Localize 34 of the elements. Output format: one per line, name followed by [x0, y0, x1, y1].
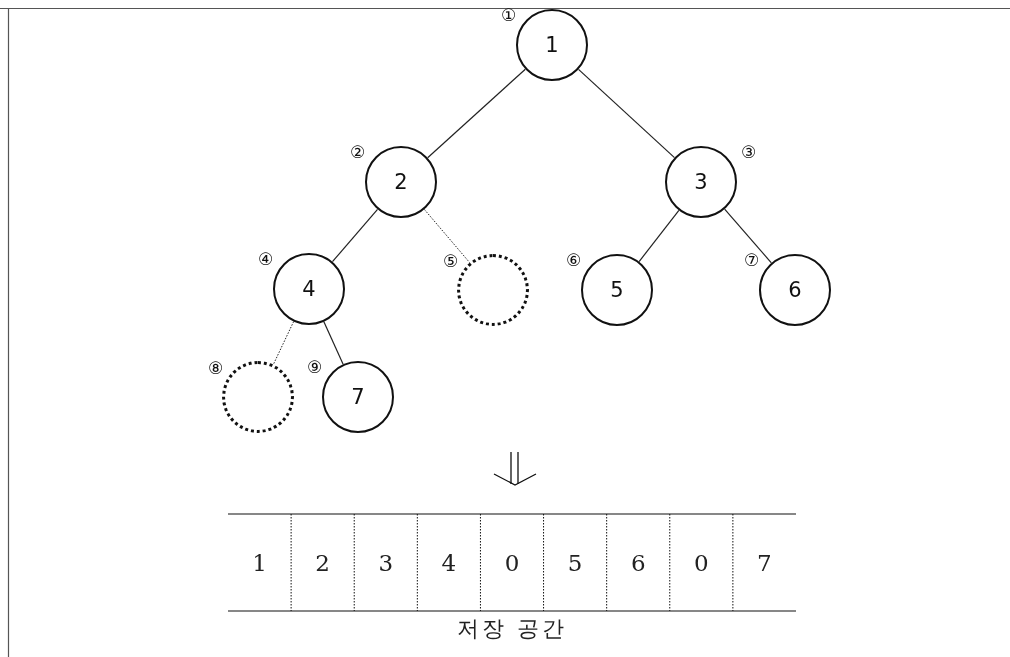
array-value: 3 — [378, 549, 394, 576]
node-value: 4 — [302, 277, 316, 301]
tree-edge — [423, 208, 471, 264]
index-number: ③ — [741, 144, 757, 161]
array-value: 5 — [567, 549, 583, 576]
node-value: 5 — [610, 278, 624, 302]
index-number: ⑧ — [208, 360, 224, 377]
tree-edge — [272, 321, 295, 365]
node-value: 1 — [545, 33, 559, 57]
index-number: ② — [350, 144, 366, 161]
index-number: ④ — [258, 251, 274, 268]
array-value: 0 — [694, 549, 709, 576]
tree-edge — [724, 208, 772, 264]
array-caption: 저장 공간 — [457, 615, 567, 643]
node-value: 7 — [351, 385, 365, 409]
tree-edge — [638, 209, 680, 263]
index-number: ⑦ — [744, 252, 760, 269]
index-number: ⑥ — [566, 252, 582, 269]
index-number: ⑤ — [443, 253, 459, 270]
array-value: 6 — [630, 549, 646, 576]
tree-edge — [323, 321, 344, 365]
tree-edge — [427, 68, 526, 159]
node-value: 3 — [694, 170, 708, 194]
index-number: ⑨ — [307, 359, 323, 376]
tree-edge — [331, 208, 379, 263]
array-value: 1 — [252, 549, 267, 576]
index-number: ① — [501, 7, 517, 24]
array-value: 4 — [441, 549, 457, 576]
tree-edge — [577, 68, 676, 159]
node-value: 2 — [394, 170, 408, 194]
array-value: 0 — [504, 549, 520, 576]
node-value: 6 — [788, 278, 802, 302]
array-value: 7 — [757, 549, 772, 576]
array-value: 2 — [315, 549, 330, 576]
